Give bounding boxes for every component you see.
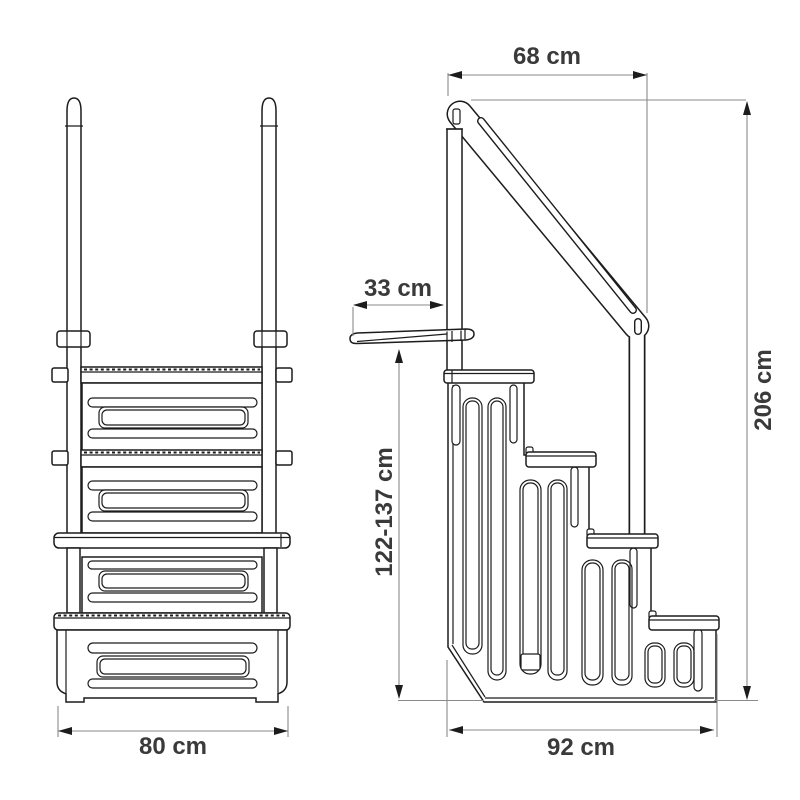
front-rail-clamp-right [253, 330, 288, 348]
side-dim-base-depth [446, 634, 718, 737]
dim-label-base-depth: 92 cm [546, 734, 616, 761]
side-grooves [462, 397, 695, 688]
dim-label-platform-depth: 33 cm [363, 275, 433, 302]
dim-label-total-height: 206 cm [750, 349, 777, 431]
front-right-rail [260, 97, 278, 534]
side-treads [443, 369, 720, 631]
front-dim-width [57, 706, 289, 737]
side-dim-wall-height [395, 349, 403, 699]
front-step-4 [53, 612, 291, 703]
side-view [349, 71, 758, 737]
side-dim-total-height [398, 99, 758, 702]
front-rail-clamp-left [56, 330, 91, 348]
side-platform [349, 328, 475, 345]
side-dim-top-depth [447, 71, 648, 313]
front-step-3 [53, 532, 291, 614]
dim-label-front-width: 80 cm [138, 733, 208, 760]
side-dim-platform-depth [352, 301, 444, 336]
side-handrail [446, 100, 650, 540]
dim-label-top-depth: 68 cm [512, 43, 582, 70]
side-support-bars [451, 384, 703, 692]
front-step-2 [51, 449, 293, 534]
front-view [51, 97, 293, 737]
front-step-1 [51, 366, 293, 453]
front-left-rail [65, 97, 83, 534]
dim-label-wall-height: 122-137 cm [371, 447, 398, 577]
